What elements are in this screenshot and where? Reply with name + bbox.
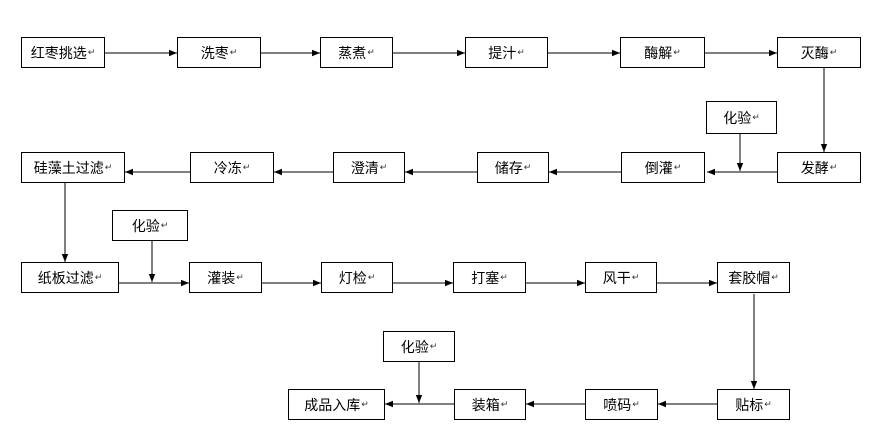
node-wash: 洗枣↵ (177, 37, 261, 68)
node-enzymolysis: 酶解↵ (620, 37, 705, 68)
node-inkjet: 喷码↵ (585, 389, 658, 420)
node-light-check: 灯检↵ (321, 262, 393, 293)
node-enzyme-kill: 灭酶↵ (777, 37, 861, 68)
node-warehouse: 成品入库↵ (288, 389, 385, 420)
node-ferment: 发酵↵ (777, 152, 861, 183)
node-labeling: 贴标↵ (717, 389, 790, 420)
node-filling: 灌装↵ (189, 262, 262, 293)
node-clarify: 澄清↵ (333, 152, 405, 183)
node-steam: 蒸煮↵ (320, 37, 393, 68)
node-test-3: 化验↵ (383, 331, 455, 362)
node-boxing: 装箱↵ (454, 389, 526, 420)
node-test-2: 化验↵ (112, 210, 188, 241)
node-capping: 套胶帽↵ (717, 262, 790, 293)
node-freeze: 冷冻↵ (190, 152, 274, 183)
node-extract: 提汁↵ (465, 37, 548, 68)
node-air-dry: 风干↵ (585, 262, 657, 293)
node-paper-filter: 纸板过滤↵ (21, 262, 119, 293)
node-diatomite-filter: 硅藻土过滤↵ (21, 152, 125, 183)
node-decant: 倒灌↵ (621, 152, 705, 183)
node-corking: 打塞↵ (453, 262, 526, 293)
node-store: 储存↵ (477, 152, 549, 183)
node-jujube-selection: 红枣挑选↵ (21, 37, 105, 68)
node-test-1: 化验↵ (706, 101, 777, 134)
